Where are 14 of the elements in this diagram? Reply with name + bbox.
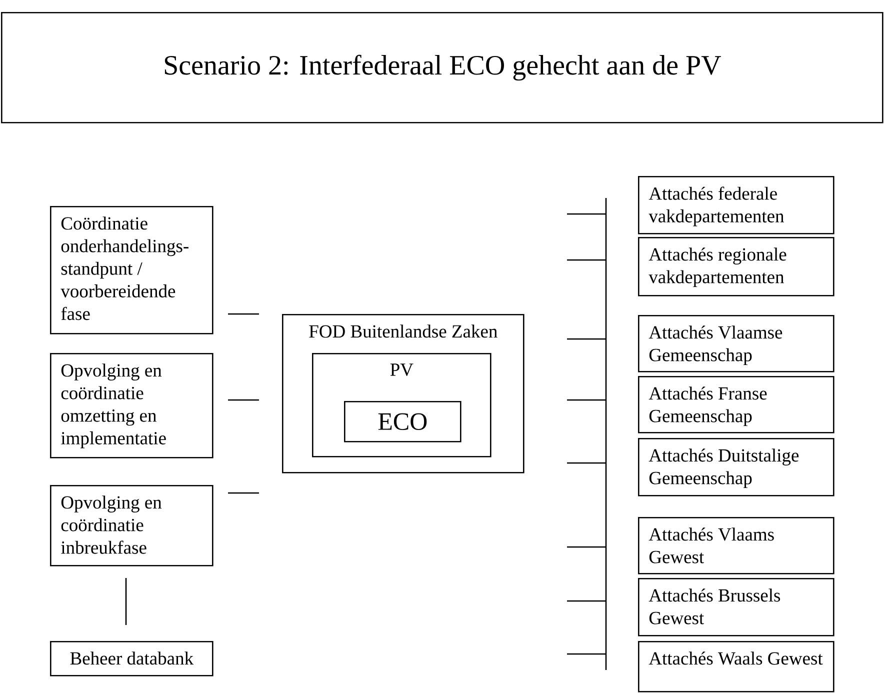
process-box: Attachés regionale vakdepartementen xyxy=(638,237,834,296)
process-box: Attachés federale vakdepartementen xyxy=(638,176,834,234)
process-box: Attachés Franse Gemeenschap xyxy=(638,376,834,434)
process-box: ECO xyxy=(344,401,462,442)
process-box: Attachés Duitstalige Gemeenschap xyxy=(638,438,834,496)
group-box: Beheer databank xyxy=(50,641,214,676)
process-box: Opvolging en coördinatie omzetting en implementatie xyxy=(50,353,214,458)
process-box: Opvolging en coördinatie inbreukfase xyxy=(50,485,214,566)
process-box: Coördinatie onderhandelings- standpunt / voorbereidende fase xyxy=(50,206,214,334)
process-box: Attachés Vlaamse Gemeenschap xyxy=(638,315,834,372)
process-box: Attachés Brussels Gewest xyxy=(638,578,834,636)
process-box: Attachés Waals Gewest xyxy=(638,641,834,692)
process-box: Attachés Vlaams Gewest xyxy=(638,517,834,574)
title-box: Scenario 2: Interfederaal ECO gehecht aan de PV xyxy=(1,12,884,124)
